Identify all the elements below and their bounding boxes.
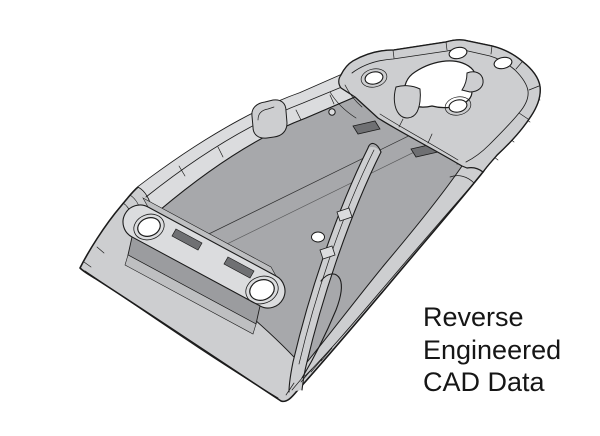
corner-tick (310, 358, 323, 373)
floor-crease (167, 121, 438, 255)
shelf-tick (398, 118, 404, 128)
lip-hole-ring (133, 213, 165, 241)
front-lip (122, 197, 286, 335)
rim-step-boss (251, 99, 288, 139)
lip-wall-base (124, 254, 257, 335)
bracket-tick (518, 112, 529, 120)
rim-top-edge (145, 83, 350, 198)
bracket-tick (515, 61, 523, 70)
cutout-j-tab (461, 71, 484, 93)
rib-channel (288, 143, 382, 393)
rib-end-cap (367, 143, 382, 153)
bracket-oval-hole (364, 71, 384, 85)
bracket-plateau-line (351, 49, 529, 163)
rim-highlight (138, 75, 355, 210)
lip-slot (223, 256, 255, 279)
wall-mid-line (304, 174, 482, 377)
bracket-tick (528, 85, 540, 91)
rear-bracket (328, 39, 541, 173)
bracket-hole-ring (360, 68, 388, 88)
lip-mounting-hole (137, 217, 161, 237)
lip-slot (171, 228, 203, 251)
wall-beak-line (449, 175, 475, 184)
bracket-tick (392, 49, 395, 59)
rib-hook-line (301, 273, 342, 379)
rib-left-edge (288, 147, 369, 393)
floor-hole (311, 231, 325, 243)
flange-corner-tick (83, 261, 92, 268)
rim-tick (329, 94, 335, 105)
rim-tick (178, 165, 186, 177)
bracket-arm-line (329, 91, 357, 119)
corner-tick (300, 368, 313, 383)
lip-hole-ring (245, 275, 279, 305)
cutout-u-tab (393, 85, 421, 119)
bracket-tick (490, 45, 493, 55)
rim-tick (217, 146, 224, 158)
rib-clip (336, 207, 353, 222)
rib-clip (319, 245, 336, 260)
rim-tick (295, 109, 302, 121)
flange-thickness-edge (84, 270, 279, 399)
bracket-oval-hole (448, 99, 468, 113)
corner-tick (320, 347, 333, 362)
bracket-hole-ring (444, 96, 472, 116)
caption: Reverse Engineered CAD Data (423, 301, 561, 399)
bracket-oval-hole (448, 46, 468, 60)
rib-center-line (298, 149, 375, 365)
bracket-arm-line (344, 84, 363, 108)
locating-pin (328, 108, 336, 116)
rim-step-boss-line (257, 106, 275, 121)
corner-tick (291, 376, 304, 391)
bracket-tick (445, 41, 448, 51)
shelf-tick (427, 133, 433, 144)
caption-line: Engineered (423, 334, 562, 365)
bracket-oval-hole (493, 56, 513, 70)
caption-line: CAD Data (423, 367, 545, 397)
floor-vent-slot (352, 120, 381, 135)
lip-mounting-hole (249, 279, 275, 301)
shelf-line (379, 113, 459, 161)
flange-corner-tick (96, 246, 105, 254)
corner-tick (285, 382, 295, 396)
rib-fill (289, 147, 381, 392)
caption-line: Reverse (423, 302, 524, 332)
